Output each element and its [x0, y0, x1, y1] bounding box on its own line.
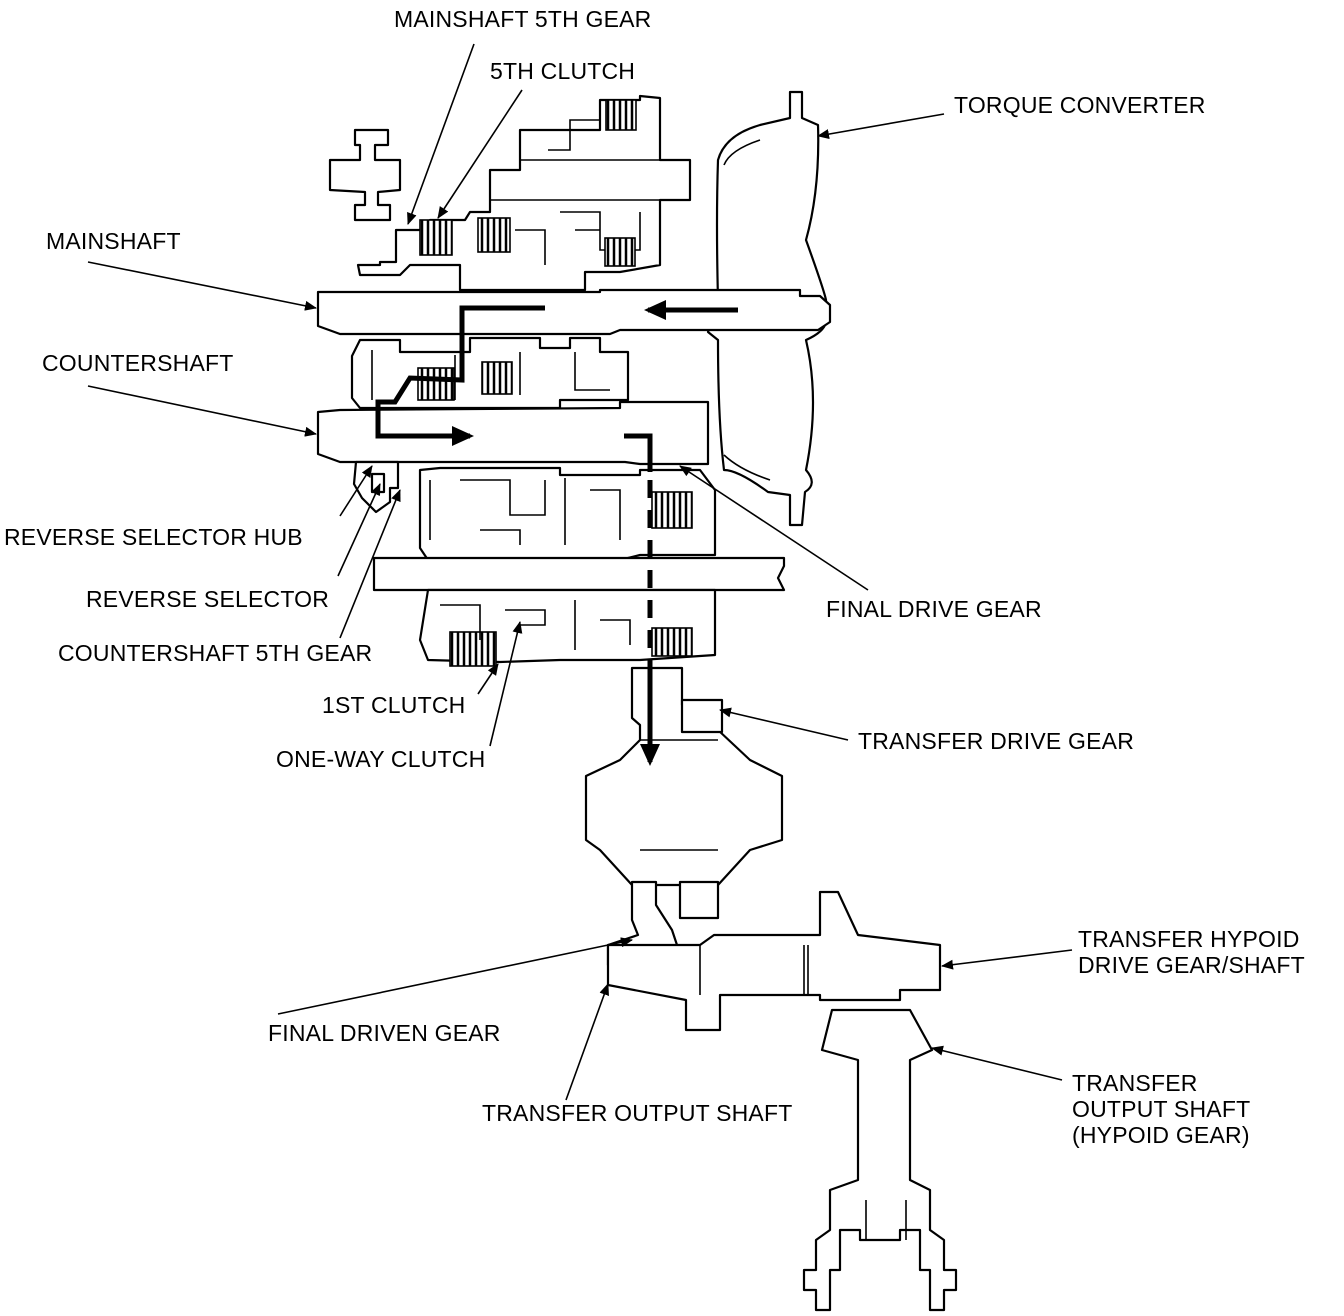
transfer-output-assembly [606, 880, 942, 1032]
label-transfer-output-hypoid-line2: OUTPUT SHAFT [1072, 1096, 1251, 1122]
label-mainshaft: MAINSHAFT [46, 228, 181, 254]
label-countershaft-5th-gear: COUNTERSHAFT 5TH GEAR [58, 640, 373, 666]
secondary-shaft-assembly [372, 466, 786, 667]
label-transfer-output-hypoid-line3: (HYPOID GEAR) [1072, 1122, 1250, 1148]
label-reverse-selector: REVERSE SELECTOR [86, 586, 330, 612]
hypoid-output-shaft [802, 1008, 958, 1312]
label-final-drive-gear: FINAL DRIVE GEAR [826, 596, 1042, 622]
label-1st-clutch: 1ST CLUTCH [322, 692, 466, 718]
label-5th-clutch: 5TH CLUTCH [490, 58, 636, 84]
leader-lines [87, 43, 1073, 1101]
differential-assembly [584, 666, 784, 887]
countershaft-shape [316, 400, 710, 466]
label-transfer-hypoid-line2: DRIVE GEAR/SHAFT [1078, 952, 1305, 978]
label-transfer-hypoid-line1: TRANSFER HYPOID [1078, 926, 1300, 952]
label-mainshaft-5th-gear: MAINSHAFT 5TH GEAR [394, 6, 652, 32]
label-final-driven-gear: FINAL DRIVEN GEAR [268, 1020, 501, 1046]
label-countershaft: COUNTERSHAFT [42, 350, 234, 376]
countershaft-upper-gears [350, 336, 630, 410]
label-reverse-selector-hub: REVERSE SELECTOR HUB [4, 524, 303, 550]
label-transfer-output-hypoid-line1: TRANSFER [1072, 1070, 1198, 1096]
reverse-selector-parts [352, 460, 400, 514]
mainshaft-gear-assembly [356, 94, 692, 292]
label-one-way-clutch: ONE-WAY CLUTCH [276, 746, 486, 772]
mainshaft-shape [316, 288, 832, 336]
label-transfer-output-shaft: TRANSFER OUTPUT SHAFT [482, 1100, 793, 1126]
label-torque-converter: TORQUE CONVERTER [954, 92, 1206, 118]
reverse-idler-gear [328, 128, 402, 222]
label-transfer-drive-gear: TRANSFER DRIVE GEAR [858, 728, 1135, 754]
power-flow-path [375, 300, 738, 766]
